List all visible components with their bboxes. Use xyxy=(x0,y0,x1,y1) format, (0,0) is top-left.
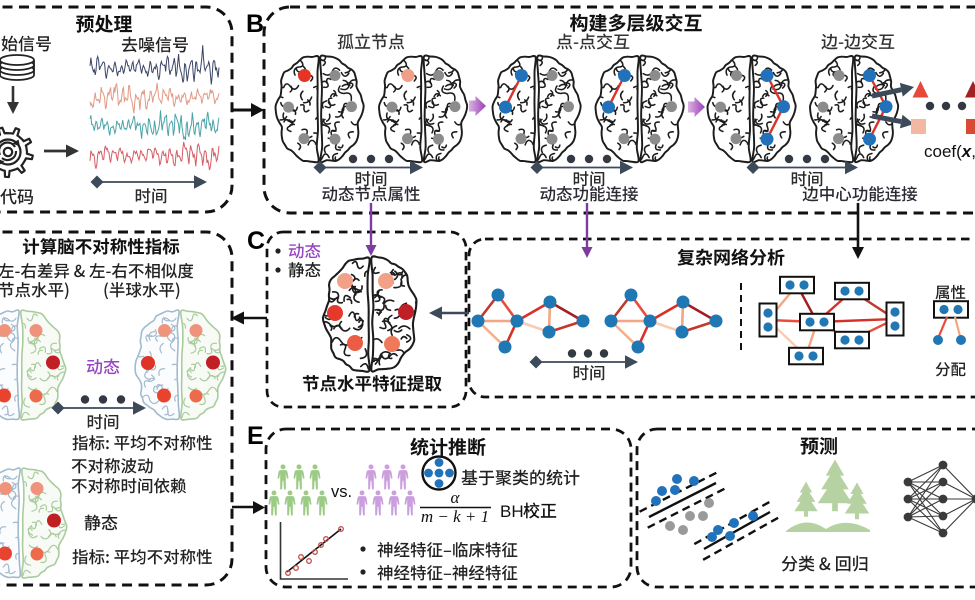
svg-text:coef(x,: coef(x, xyxy=(924,142,975,161)
svg-text:m − k + 1: m − k + 1 xyxy=(421,507,489,526)
svg-text:α: α xyxy=(451,488,461,507)
svg-text:vs.: vs. xyxy=(331,483,352,501)
svg-text:C: C xyxy=(247,227,265,255)
svg-text:BH: BH xyxy=(500,502,524,521)
svg-text:E: E xyxy=(247,422,264,450)
svg-text:B: B xyxy=(246,10,264,38)
